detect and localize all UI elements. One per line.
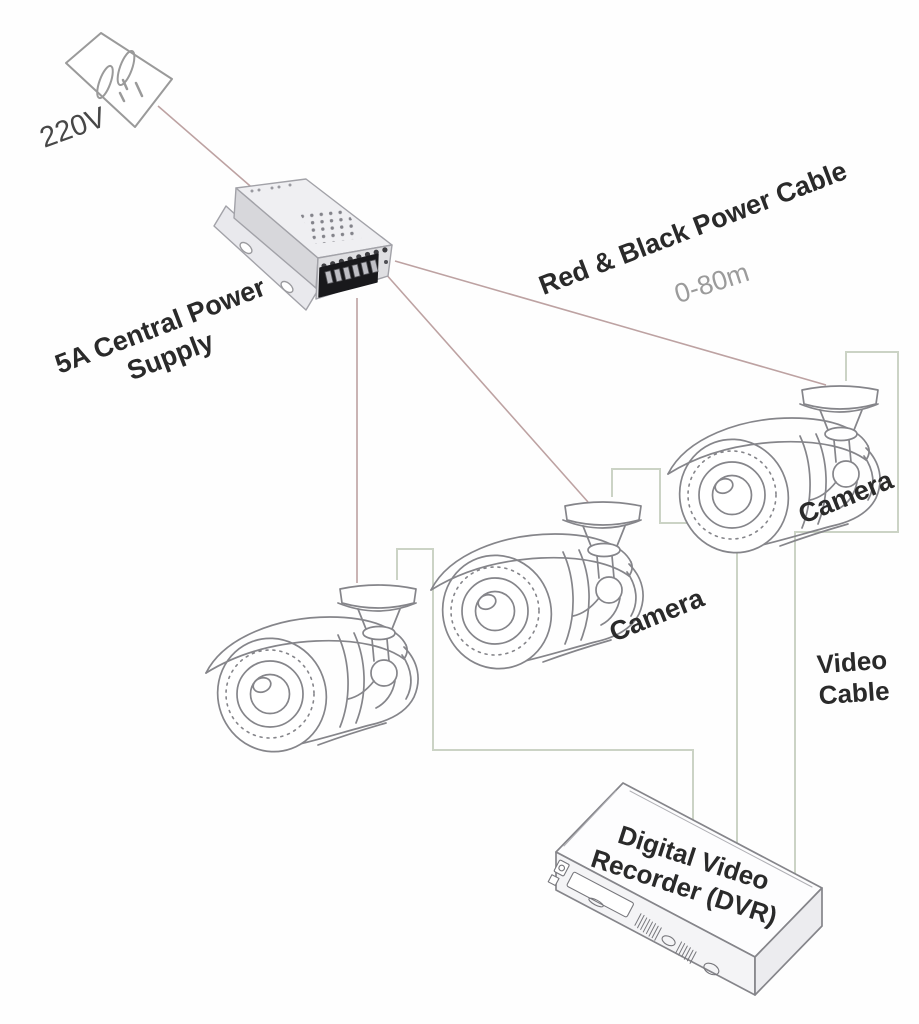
psu-terminal-block xyxy=(318,253,379,298)
video-cable-label-line2: Cable xyxy=(817,675,891,711)
dvr-port-right xyxy=(703,962,720,976)
video-cable-camera2-to-dvr xyxy=(611,468,738,843)
dvr-disc-tray xyxy=(566,871,634,918)
video-cable-label: Video Cable xyxy=(806,644,900,711)
power-cable-psu-to-camera3 xyxy=(394,260,827,386)
power-cable-psu-to-camera2 xyxy=(383,271,589,503)
dvr-port-left xyxy=(661,935,676,947)
video-cables xyxy=(396,351,899,874)
camera-top-right-icon xyxy=(662,385,881,569)
dvr-icon xyxy=(547,782,823,996)
dvr-vent-right xyxy=(675,941,697,964)
dvr-vent-left xyxy=(634,913,662,941)
video-cable-camera3-to-dvr xyxy=(794,351,899,874)
camera-middle-icon xyxy=(425,501,644,685)
dvr-front-panel xyxy=(547,859,720,976)
wall-outlet-icon xyxy=(65,32,173,128)
video-cable-camera1-to-dvr xyxy=(396,548,694,820)
power-cable-outlet-to-psu xyxy=(157,105,257,192)
power-cables xyxy=(157,105,827,583)
power-supply-icon xyxy=(213,178,393,311)
camera-bottom-left-icon xyxy=(200,584,419,768)
psu-vent-grid xyxy=(299,207,362,244)
dvr-right-face xyxy=(754,887,823,996)
psu-back-holes xyxy=(250,183,292,193)
